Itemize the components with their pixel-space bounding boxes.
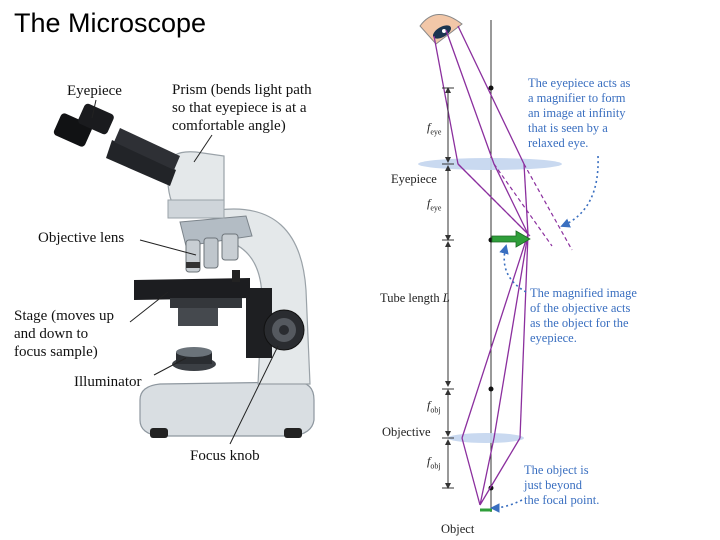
note-eyepiece: The eyepiece acts as a magnifier to form…: [528, 76, 631, 150]
label-ray-object: Object: [441, 522, 475, 536]
virtual-rays: [457, 163, 573, 251]
intermediate-image-arrow: [491, 230, 531, 248]
image-note-arrow: [499, 244, 527, 293]
illuminator-leader: [153, 357, 187, 376]
label-illuminator: Illuminator: [74, 374, 142, 390]
label-ray-objective: Objective: [382, 425, 431, 439]
prism-leader: [193, 134, 213, 163]
label-focus-knob: Focus knob: [190, 448, 260, 464]
label-ray-eyepiece: Eyepiece: [391, 172, 437, 186]
note-magnified-image: The magnified image of the objective act…: [530, 286, 637, 345]
stage-leader: [129, 291, 169, 323]
microscope-base: [139, 381, 315, 437]
objective-2: [203, 237, 219, 269]
label-f-obj-bottom: fobj: [427, 454, 441, 471]
eyepiece-note-arrow: [560, 155, 599, 228]
focal-point-eye-top: [488, 85, 494, 91]
eyepiece-lens: [418, 158, 562, 170]
stage: [134, 278, 250, 300]
base-foot-right: [284, 428, 302, 438]
label-eyepiece: Eyepiece: [67, 83, 122, 99]
label-stage-2: and down to: [14, 326, 89, 342]
label-f-eye-bottom: feye: [427, 196, 442, 213]
label-prism-1: Prism (bends light path: [172, 82, 312, 98]
label-f-obj-top: fobj: [427, 398, 441, 415]
focal-point-obj-top: [488, 386, 494, 392]
object-note-arrow: [490, 499, 523, 513]
label-objective-lens: Objective lens: [38, 230, 125, 246]
objective-leader: [139, 239, 197, 256]
label-stage-3: focus sample): [14, 344, 98, 360]
label-prism-3: comfortable angle): [172, 118, 286, 134]
note-object: The object is just beyond the focal poin…: [524, 463, 600, 507]
label-stage-1: Stage (moves up: [14, 308, 114, 324]
slide-title: The Microscope: [14, 8, 207, 38]
eyepiece-leader: [91, 99, 97, 119]
base-foot-left: [150, 428, 168, 438]
objective-lens-shape: [448, 433, 524, 443]
label-prism-2: so that eyepiece is at a: [172, 100, 307, 116]
label-f-eye-top: feye: [427, 120, 442, 137]
focus-knob-leader: [229, 345, 279, 445]
label-tube-length: Tube length L: [380, 291, 450, 305]
eyepiece-tubes: [53, 103, 180, 186]
eye-icon: [419, 14, 463, 45]
objective-3: [221, 233, 239, 261]
